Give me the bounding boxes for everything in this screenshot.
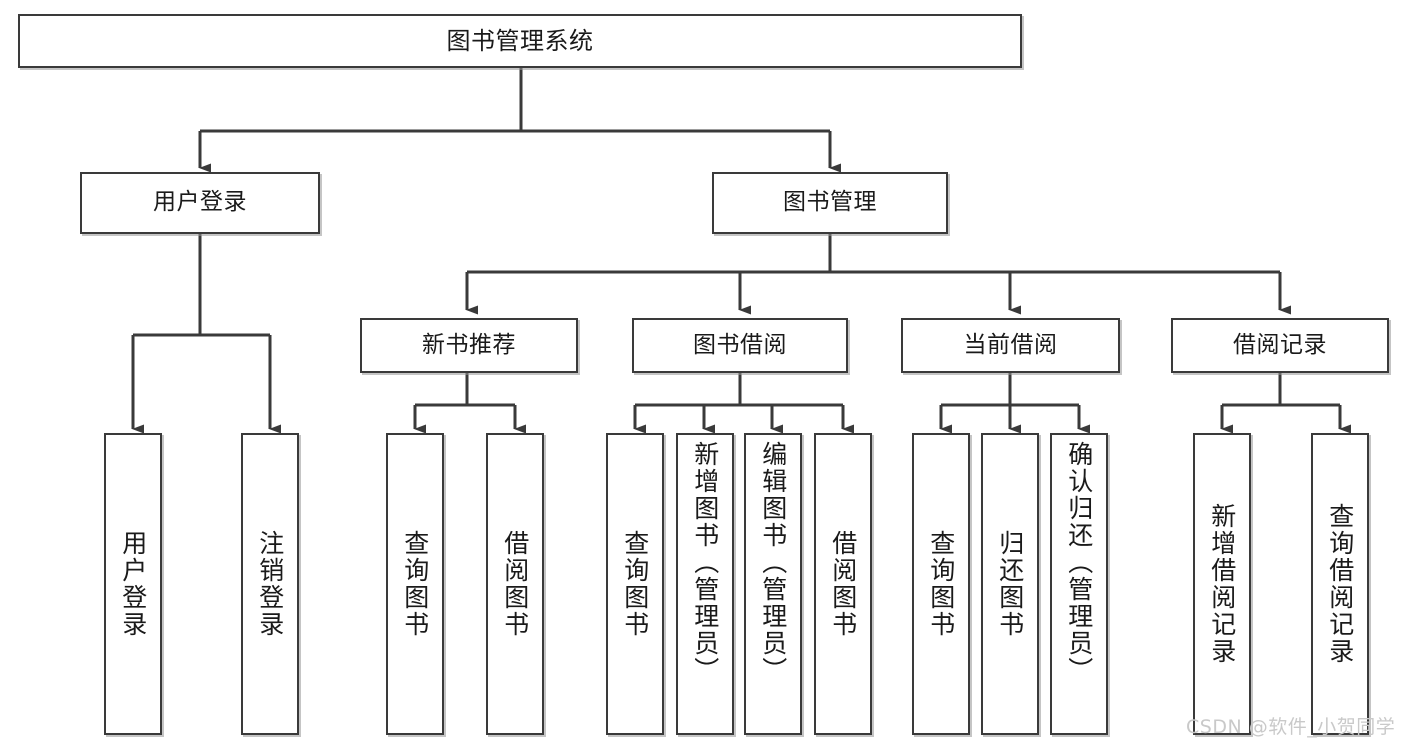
leaf-add-book-admin[interactable]: 新增图书（管理员） xyxy=(676,433,734,735)
node-label: 查询借阅记录 xyxy=(1325,503,1355,665)
leaf-add-borrow-record[interactable]: 新增借阅记录 xyxy=(1193,433,1251,735)
node-label: 确认归还（管理员） xyxy=(1064,441,1094,684)
leaf-query-book-current[interactable]: 查询图书 xyxy=(912,433,970,735)
node-label: 新增借阅记录 xyxy=(1207,503,1237,665)
leaf-user-login[interactable]: 用户登录 xyxy=(104,433,162,735)
node-borrow-record[interactable]: 借阅记录 xyxy=(1171,318,1389,373)
node-label: 用户登录 xyxy=(118,530,148,638)
node-label: 借阅图书 xyxy=(828,530,858,638)
leaf-query-borrow-record[interactable]: 查询借阅记录 xyxy=(1311,433,1369,735)
node-label: 编辑图书（管理员） xyxy=(758,441,788,684)
leaf-borrow-book-recommend[interactable]: 借阅图书 xyxy=(486,433,544,735)
leaf-borrow-book[interactable]: 借阅图书 xyxy=(814,433,872,735)
node-label: 查询图书 xyxy=(620,530,650,638)
node-label: 图书管理 xyxy=(783,189,877,216)
leaf-query-book-recommend[interactable]: 查询图书 xyxy=(386,433,444,735)
leaf-query-book-borrow[interactable]: 查询图书 xyxy=(606,433,664,735)
node-book-management[interactable]: 图书管理 xyxy=(712,172,948,234)
node-label: 当前借阅 xyxy=(963,331,1058,358)
node-label: 新书推荐 xyxy=(422,331,516,358)
node-label: 注销登录 xyxy=(255,530,285,638)
node-book-borrow[interactable]: 图书借阅 xyxy=(632,318,848,373)
node-label: 图书借阅 xyxy=(693,331,787,358)
leaf-confirm-return-admin[interactable]: 确认归还（管理员） xyxy=(1050,433,1108,735)
leaf-return-book[interactable]: 归还图书 xyxy=(981,433,1039,735)
node-label: 查询图书 xyxy=(400,530,430,638)
node-label: 新增图书（管理员） xyxy=(690,441,720,684)
node-label: 查询图书 xyxy=(926,530,956,638)
node-new-book-recommend[interactable]: 新书推荐 xyxy=(360,318,578,373)
node-label: 归还图书 xyxy=(995,530,1025,638)
node-user-login[interactable]: 用户登录 xyxy=(80,172,320,234)
node-label: 借阅记录 xyxy=(1233,331,1327,358)
node-current-borrow[interactable]: 当前借阅 xyxy=(901,318,1120,373)
node-label: 图书管理系统 xyxy=(446,26,594,55)
leaf-logout[interactable]: 注销登录 xyxy=(241,433,299,735)
leaf-edit-book-admin[interactable]: 编辑图书（管理员） xyxy=(744,433,802,735)
node-label: 用户登录 xyxy=(153,189,247,216)
node-label: 借阅图书 xyxy=(500,530,530,638)
node-root-system[interactable]: 图书管理系统 xyxy=(18,14,1022,68)
